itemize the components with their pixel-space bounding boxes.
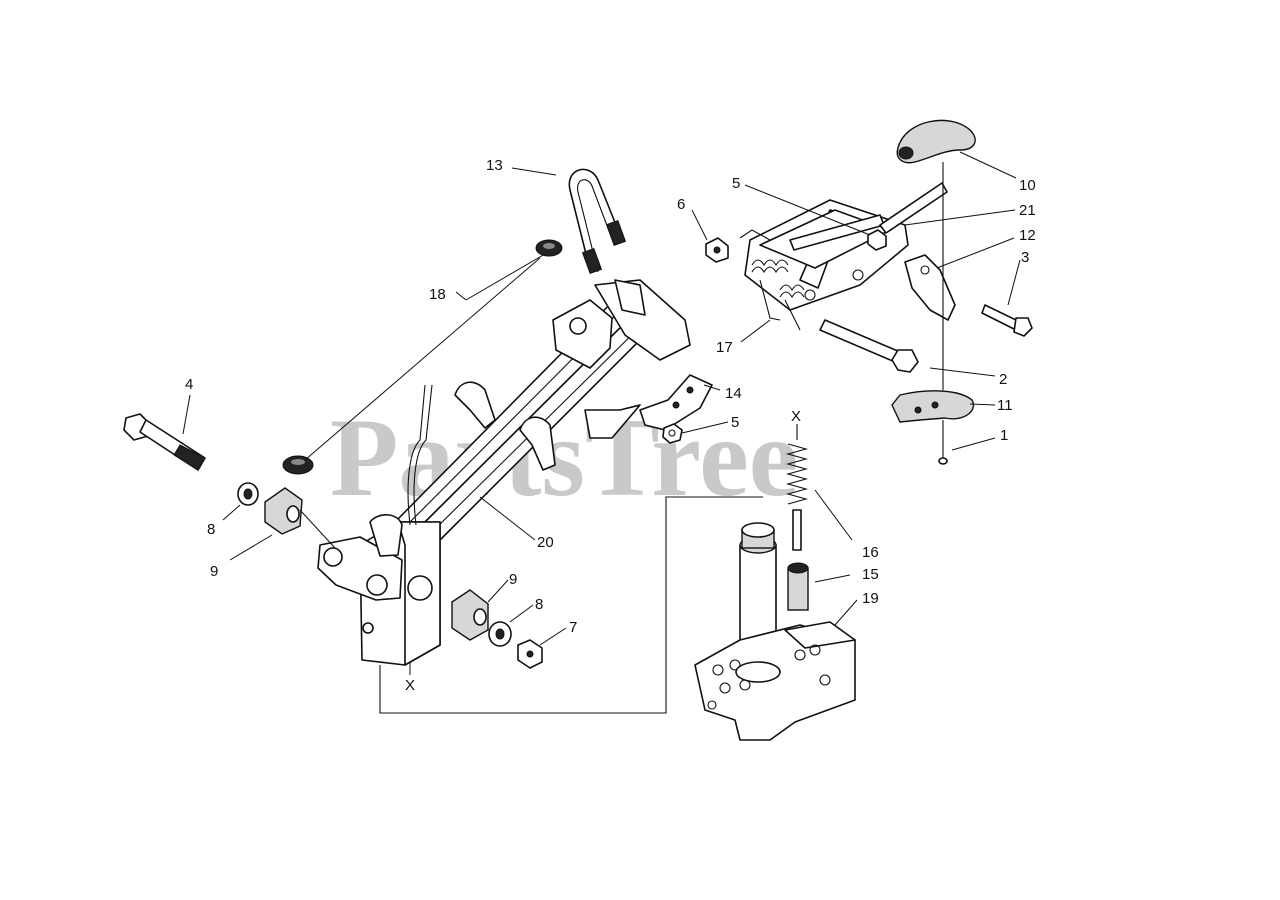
label-15: 15 xyxy=(862,566,879,583)
hex-nut xyxy=(662,423,683,444)
pivot-nut xyxy=(867,229,887,251)
pin xyxy=(938,420,948,465)
label-21: 21 xyxy=(1019,202,1036,219)
latch-pawl xyxy=(904,254,956,321)
label-x-left: X xyxy=(405,677,415,694)
handle-knob xyxy=(896,119,976,164)
hex-bolt xyxy=(819,319,919,373)
latch-frame xyxy=(744,182,948,311)
nut-small xyxy=(705,237,729,263)
part-labels: 13 18 4 8 9 20 9 8 7 X 14 5 6 5 17 10 21… xyxy=(185,157,1036,694)
label-8-right: 8 xyxy=(535,596,543,613)
label-5-upper: 5 xyxy=(732,175,740,192)
label-12: 12 xyxy=(1019,227,1036,244)
torsion-springs xyxy=(739,229,805,331)
label-10: 10 xyxy=(1019,177,1036,194)
u-bolt xyxy=(568,168,627,275)
bracket-plate xyxy=(639,374,713,431)
spacer-left xyxy=(264,487,303,535)
extension-spring xyxy=(785,424,809,551)
spacer-right xyxy=(451,589,489,641)
washer-right xyxy=(488,621,512,647)
grommet-bottom xyxy=(282,455,314,475)
label-7: 7 xyxy=(569,619,577,636)
grommet-top xyxy=(535,239,563,257)
label-20: 20 xyxy=(537,534,554,551)
x-connector-line xyxy=(379,496,763,714)
label-2: 2 xyxy=(999,371,1007,388)
long-bolt xyxy=(123,413,206,471)
pivot-base xyxy=(694,621,856,741)
label-17: 17 xyxy=(716,339,733,356)
latch-catch xyxy=(891,390,975,423)
flange-bolt xyxy=(981,304,1033,337)
label-8-left: 8 xyxy=(207,521,215,538)
main-frame-assembly xyxy=(317,279,691,666)
label-4: 4 xyxy=(185,376,193,393)
label-18: 18 xyxy=(429,286,446,303)
label-19: 19 xyxy=(862,590,879,607)
leader-lines xyxy=(182,151,1021,675)
label-14: 14 xyxy=(725,385,742,402)
label-1: 1 xyxy=(1000,427,1008,444)
label-16: 16 xyxy=(862,544,879,561)
label-6: 6 xyxy=(677,196,685,213)
bushing xyxy=(787,562,809,611)
label-x-right: X xyxy=(791,408,801,425)
washer-left xyxy=(237,482,259,506)
label-9-left: 9 xyxy=(210,563,218,580)
label-9-right: 9 xyxy=(509,571,517,588)
label-5-lower: 5 xyxy=(731,414,739,431)
label-13: 13 xyxy=(486,157,503,174)
label-11: 11 xyxy=(997,397,1013,414)
label-3: 3 xyxy=(1021,249,1029,266)
lock-nut xyxy=(517,639,543,669)
